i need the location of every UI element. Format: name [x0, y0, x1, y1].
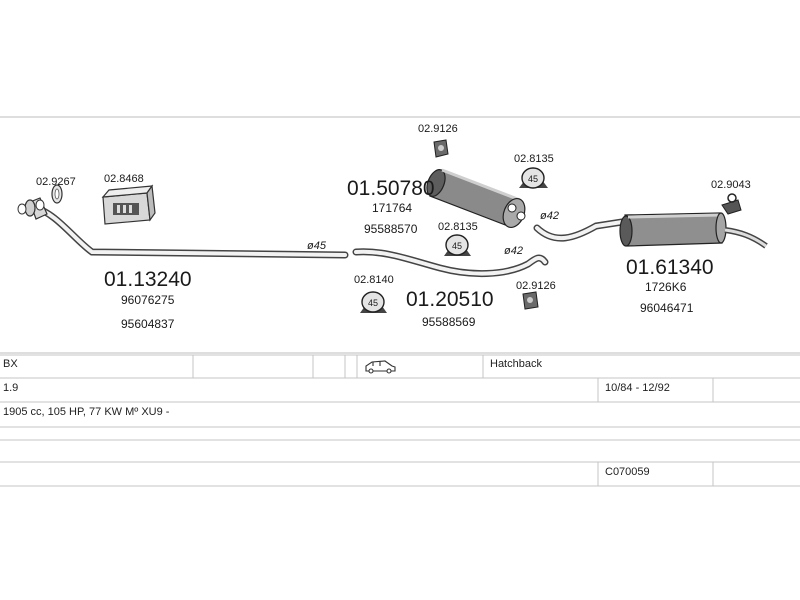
part-number-label: 02.9126	[418, 123, 458, 135]
part-number-label: 01.20510	[406, 288, 494, 311]
system-code: C070059	[605, 466, 650, 478]
part-number-label: 01.61340	[626, 256, 714, 279]
part-reference: 95588570	[364, 222, 418, 236]
engine-spec: 1905 cc, 105 HP, 77 KW Mº XU9 -	[3, 406, 170, 418]
hanger-ring-icon: 45	[444, 234, 471, 256]
production-years: 10/84 - 12/92	[605, 382, 670, 394]
part-reference: 96076275	[121, 293, 175, 307]
part-reference: 1726K6	[645, 280, 687, 294]
clamp-icon	[51, 184, 63, 204]
rubber-mount-icon	[433, 139, 449, 158]
pipe-diameter-label: ø45	[307, 240, 327, 252]
pipe-diameter-label: ø42	[504, 245, 523, 257]
part-reference: 171764	[372, 201, 412, 215]
part-number-label: 01.50780	[347, 177, 435, 200]
part-number-label: 02.8140	[354, 274, 394, 286]
vehicle-info-table	[0, 354, 800, 487]
part-number-label: 02.9043	[711, 179, 751, 191]
middle-silencer	[426, 168, 526, 229]
intermediate-pipe	[352, 248, 549, 278]
engine-size: 1.9	[3, 382, 19, 394]
part-number-label: 02.9267	[36, 176, 76, 188]
part-reference: 95588569	[422, 315, 476, 329]
vehicle-body-type: Hatchback	[490, 358, 542, 370]
part-number-label: 02.8468	[104, 173, 144, 185]
part-reference: 96046471	[640, 301, 694, 315]
rubber-mount-icon	[522, 291, 539, 310]
part-number-label: 02.9126	[516, 280, 556, 292]
rear-hanger-icon	[721, 193, 742, 215]
rear-silencer	[533, 212, 768, 249]
hanger-ring-icon: 45	[360, 291, 387, 313]
part-number-label: 02.8135	[514, 153, 554, 165]
part-reference: 95604837	[121, 317, 175, 331]
part-number-label: 01.13240	[104, 268, 192, 291]
clamp-kit-icon	[101, 184, 156, 225]
front-pipe	[17, 197, 349, 259]
diagram-frame	[0, 116, 800, 354]
hanger-size-label: 45	[452, 241, 462, 251]
part-number-label: 02.8135	[438, 221, 478, 233]
hanger-ring-icon: 45	[519, 167, 548, 189]
vehicle-model: BX	[3, 358, 18, 370]
hanger-size-label: 45	[528, 174, 538, 184]
pipe-diameter-label: ø42	[540, 210, 559, 222]
hanger-size-label: 45	[368, 298, 378, 308]
car-side-icon	[365, 360, 396, 374]
